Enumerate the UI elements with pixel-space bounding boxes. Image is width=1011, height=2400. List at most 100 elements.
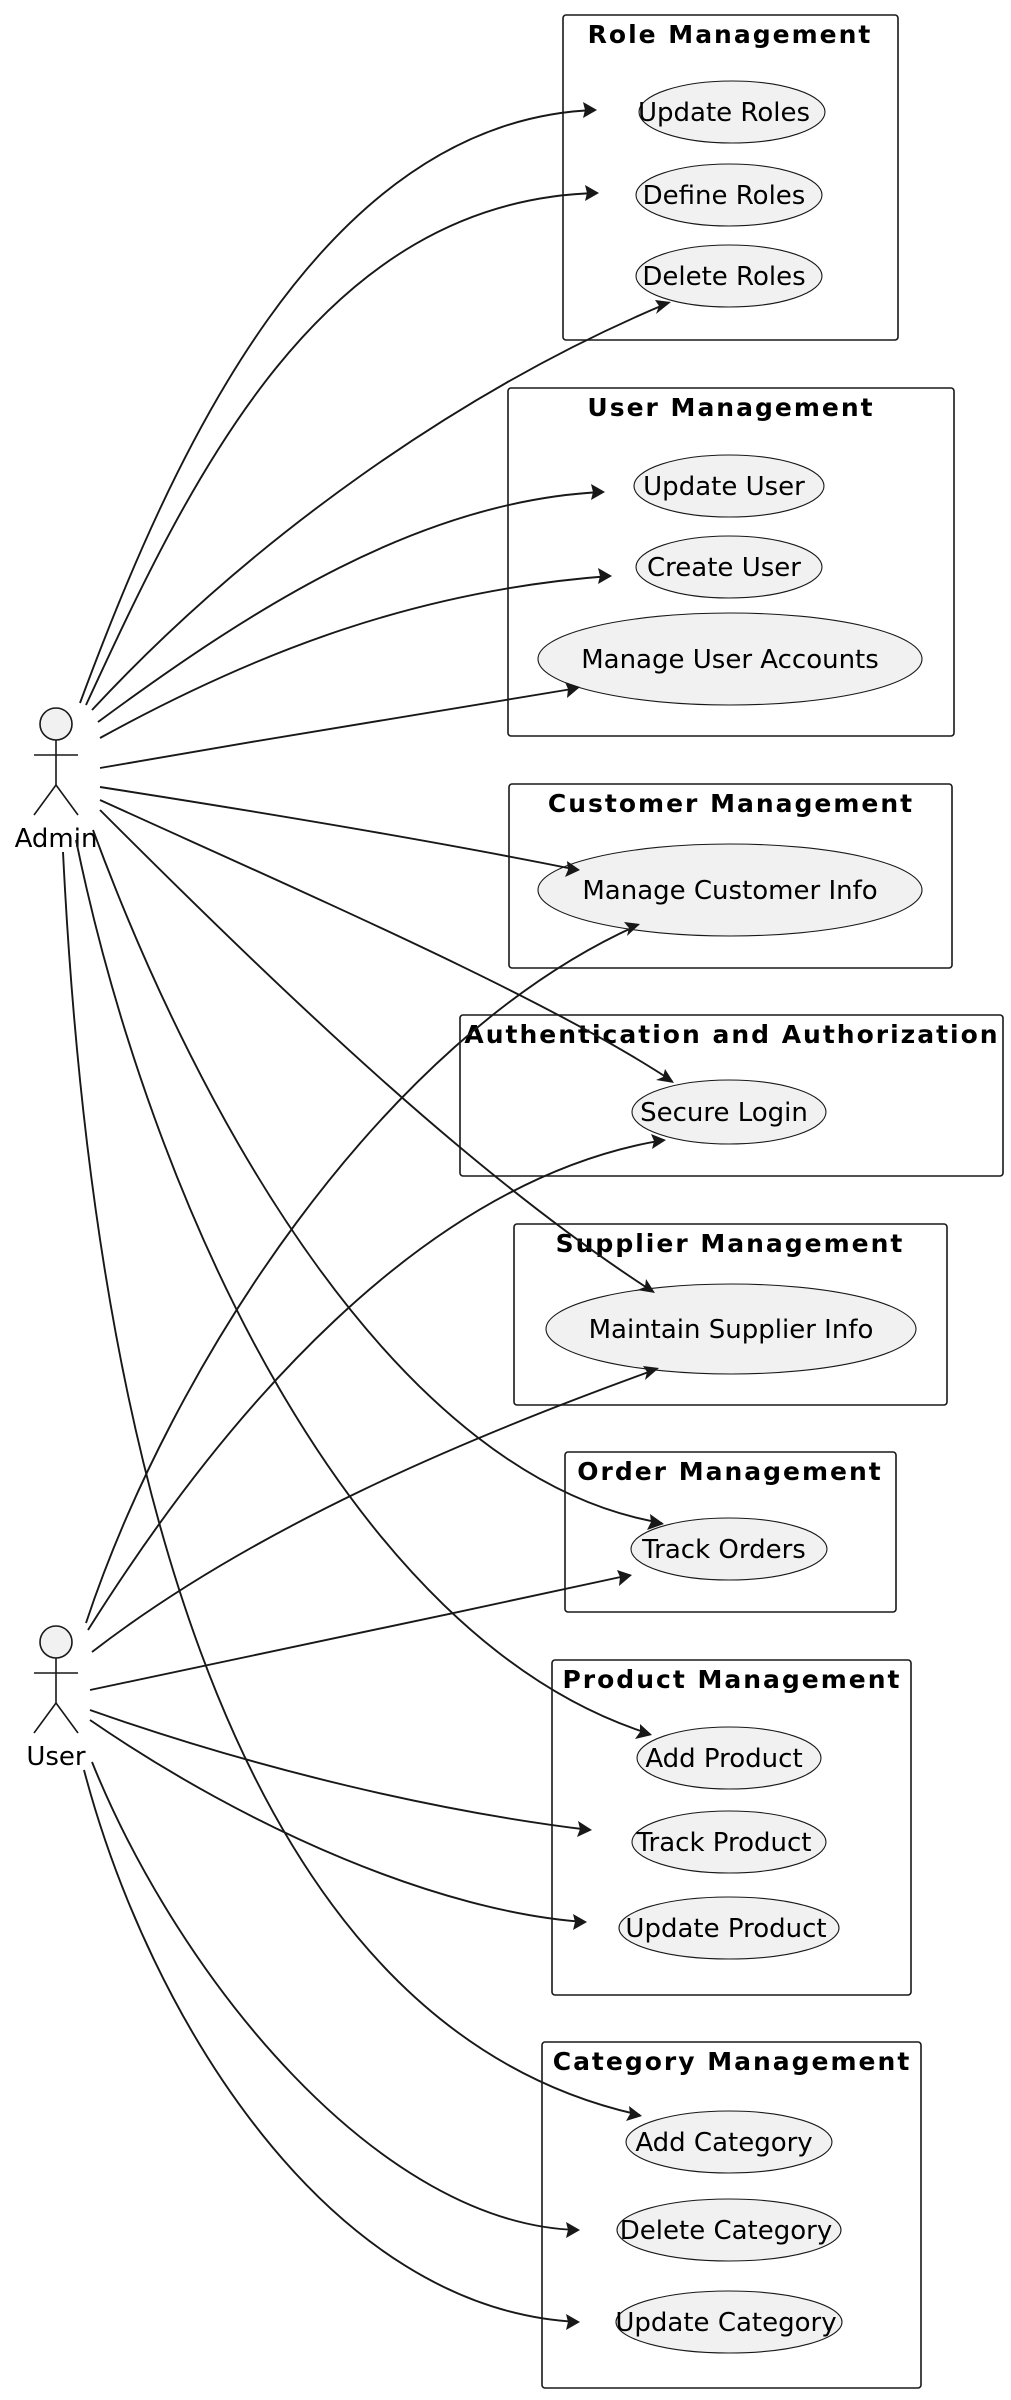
- edge-user-track-orders: [89, 1574, 631, 1691]
- actor-admin: Admin: [15, 707, 98, 854]
- use-case-add-category: Add Category: [625, 2110, 833, 2174]
- use-case-track-orders: Track Orders: [630, 1517, 828, 1581]
- use-case-update-category: Update Category: [615, 2290, 843, 2354]
- use-case-update-roles: Update Roles: [638, 80, 826, 144]
- edge-admin-manage-customer-info: [99, 786, 579, 871]
- arrowhead: [656, 1069, 674, 1083]
- use-case-label: Manage User Accounts: [581, 645, 879, 675]
- package-supplier-management: Supplier Management: [513, 1223, 948, 1406]
- package-frame: [562, 14, 899, 341]
- arrowhead: [565, 861, 580, 877]
- actor-head: [39, 1625, 73, 1659]
- arrowhead: [647, 1514, 664, 1530]
- package-frame: [551, 1659, 912, 1996]
- use-case-maintain-supplier-info: Maintain Supplier Info: [545, 1283, 917, 1375]
- use-case-label: Delete Category: [620, 2216, 832, 2246]
- use-case-shape: [633, 454, 825, 518]
- use-case-shape: [625, 2110, 833, 2174]
- edge-admin-define-roles: [85, 192, 598, 706]
- edge-user-track-product: [89, 1709, 591, 1831]
- edge-admin-secure-login: [99, 799, 673, 1082]
- arrowhead: [566, 2314, 580, 2330]
- arrowhead: [626, 2106, 642, 2121]
- package-title: Category Management: [553, 2047, 912, 2076]
- actor-label: User: [26, 1742, 86, 1772]
- use-case-label: Update Category: [615, 2308, 836, 2338]
- use-case-label: Add Product: [645, 1744, 802, 1774]
- arrowhead: [565, 682, 580, 698]
- edge-admin-maintain-supplier-info: [99, 809, 653, 1292]
- package-authentication-and-authorization: Authentication and Authorization: [459, 1014, 1004, 1177]
- use-case-shape: [631, 1810, 827, 1874]
- associations-admin: [62, 102, 674, 2121]
- use-case-manage-customer-info: Manage Customer Info: [537, 843, 923, 937]
- package-frame: [564, 1451, 897, 1613]
- arrowhead: [617, 1570, 632, 1586]
- package-frame: [459, 1014, 1004, 1177]
- edge-user-manage-customer-info: [85, 924, 639, 1624]
- use-case-label: Manage Customer Info: [582, 876, 877, 906]
- actor-user: User: [26, 1625, 86, 1772]
- use-case-create-user: Create User: [635, 535, 823, 599]
- edge-user-secure-login: [87, 1139, 665, 1631]
- arrowhead: [583, 102, 597, 118]
- use-case-delete-category: Delete Category: [616, 2198, 842, 2262]
- arrowhead: [635, 1724, 652, 1739]
- use-case-shape: [537, 612, 923, 706]
- package-role-management: Role Management: [562, 14, 899, 341]
- arrowhead: [573, 1914, 587, 1930]
- package-frame: [508, 783, 953, 969]
- actor-left-leg: [33, 1702, 57, 1734]
- associations-user: [83, 922, 666, 2330]
- use-case-label: Add Category: [635, 2128, 812, 2158]
- use-case-update-user: Update User: [633, 454, 825, 518]
- use-case-label: Update Product: [625, 1914, 826, 1944]
- edge-admin-track-orders: [92, 829, 663, 1524]
- use-case-shape: [630, 1517, 828, 1581]
- arrowhead: [655, 300, 671, 314]
- package-category-management: Category Management: [541, 2041, 922, 2389]
- package-customer-management: Customer Management: [508, 783, 953, 969]
- edge-user-update-product: [89, 1719, 586, 1923]
- use-case-define-roles: Define Roles: [635, 163, 823, 227]
- arrowhead: [591, 484, 605, 500]
- use-case-shape: [638, 80, 826, 144]
- edge-admin-update-user: [97, 491, 604, 723]
- use-case-shape: [545, 1283, 917, 1375]
- package-title: Authentication and Authorization: [464, 1020, 999, 1049]
- use-case-shape: [635, 244, 823, 308]
- arrowhead: [598, 568, 612, 584]
- edge-admin-update-roles: [79, 109, 596, 704]
- arrowhead: [566, 2222, 580, 2238]
- package-title: Supplier Management: [556, 1229, 905, 1258]
- package-title: Product Management: [562, 1665, 901, 1694]
- arrowhead: [577, 1821, 592, 1837]
- edge-admin-manage-user-accounts: [99, 687, 579, 769]
- use-case-shape: [616, 2198, 842, 2262]
- edge-user-maintain-supplier-info: [91, 1368, 658, 1653]
- actor-head: [39, 707, 73, 741]
- package-title: Customer Management: [548, 789, 914, 818]
- use-case-label: Track Product: [635, 1828, 811, 1858]
- package-title: User Management: [587, 393, 874, 422]
- arrowhead: [643, 1366, 659, 1380]
- package-title: Role Management: [588, 20, 873, 49]
- actor-right-leg: [55, 784, 79, 816]
- edge-admin-add-category: [62, 851, 641, 2116]
- edge-admin-create-user: [99, 575, 611, 739]
- edge-admin-delete-roles: [91, 302, 669, 711]
- use-case-manage-user-accounts: Manage User Accounts: [537, 612, 923, 706]
- use-case-label: Define Roles: [643, 181, 806, 211]
- use-case-label: Maintain Supplier Info: [589, 1315, 874, 1345]
- use-case-shape: [631, 1079, 827, 1145]
- use-case-shape: [635, 163, 823, 227]
- use-case-shape: [615, 2290, 843, 2354]
- use-case-shape: [618, 1896, 840, 1960]
- use-case-label: Update Roles: [638, 98, 810, 128]
- actor-label: Admin: [15, 824, 98, 854]
- arrowhead: [624, 922, 640, 936]
- use-case-label: Create User: [647, 553, 801, 583]
- use-case-shape: [635, 535, 823, 599]
- arrowhead: [585, 185, 599, 201]
